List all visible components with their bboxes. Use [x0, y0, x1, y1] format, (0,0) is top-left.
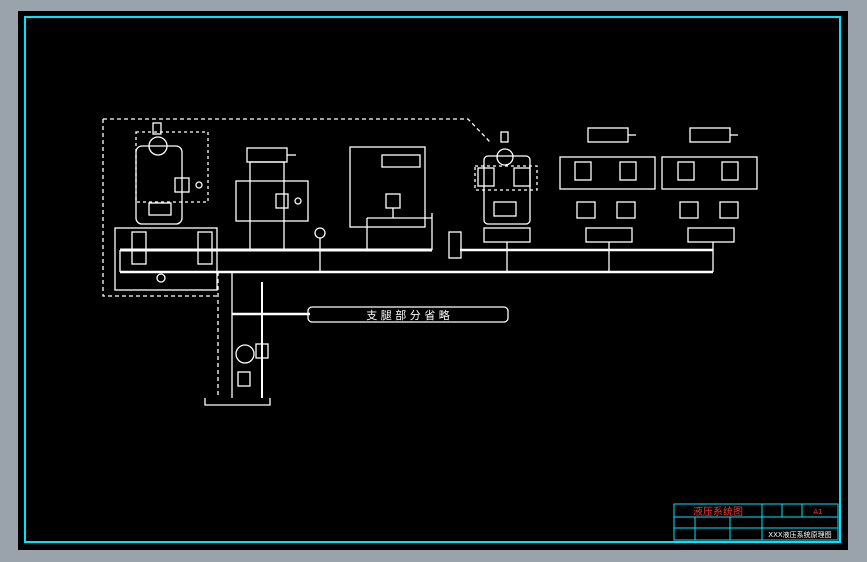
valve-block-1	[148, 202, 172, 216]
drawing-border	[24, 16, 841, 543]
main-pump	[235, 344, 255, 364]
title-block	[673, 503, 839, 541]
annotation-box	[307, 306, 509, 323]
hydraulic-motor-2	[496, 148, 514, 166]
boundary-dashed	[102, 118, 491, 297]
relief-valve-1	[131, 231, 147, 265]
check-valve-1	[174, 177, 190, 193]
balance-valve-box	[235, 180, 309, 222]
title-block-sheet-size: A1	[813, 508, 822, 516]
relief-valve-2	[197, 231, 213, 265]
pilot-valve-box	[349, 146, 426, 228]
annotation-text: 支 腿 部 分 省 略	[366, 308, 449, 322]
hydraulic-circuit	[102, 118, 758, 406]
suction-filter	[237, 371, 251, 387]
directional-valve-3	[687, 227, 735, 243]
drawing-canvas	[18, 11, 848, 550]
title-block-title: 液压系统图	[693, 505, 743, 518]
oil-tank	[204, 398, 271, 406]
filter	[448, 231, 462, 259]
title-block-drawing-name: XXX液压系统原理图	[768, 530, 831, 539]
manifold-block	[114, 227, 218, 291]
